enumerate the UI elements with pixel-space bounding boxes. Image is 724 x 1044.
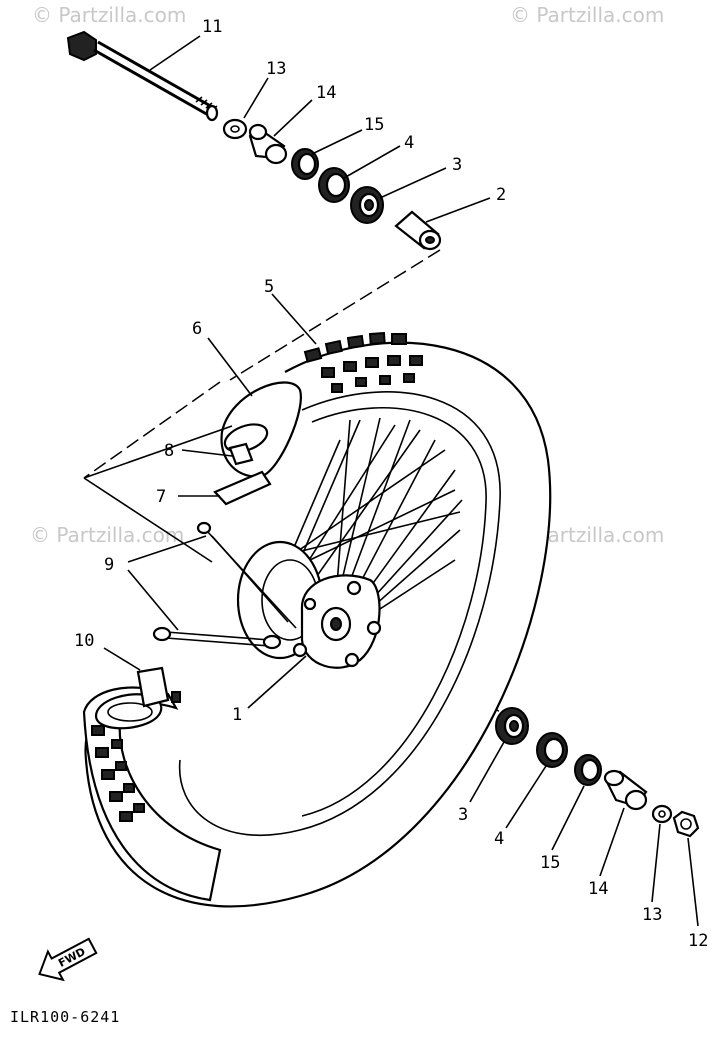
callout-4: 4 xyxy=(404,133,414,153)
leader-lines xyxy=(103,35,699,927)
collar-13-bottom xyxy=(651,804,673,824)
callout-12: 12 xyxy=(688,931,708,951)
spacer-14-bottom xyxy=(603,769,648,811)
spacer-14-top xyxy=(248,123,288,165)
bearing-4-top xyxy=(318,167,350,203)
callout-7: 7 xyxy=(156,487,166,507)
spacer-2 xyxy=(394,210,442,251)
watermark: © Partzilla.com xyxy=(510,3,664,27)
callout-13: 13 xyxy=(642,905,662,925)
callout-14: 14 xyxy=(588,879,608,899)
callout-10: 10 xyxy=(74,631,94,651)
group-bracket xyxy=(83,425,233,563)
callout-8: 8 xyxy=(164,441,174,461)
oil-seal-15-top xyxy=(291,148,319,180)
valve xyxy=(228,442,254,466)
bearing-3-bottom xyxy=(495,707,529,745)
callout-4: 4 xyxy=(494,829,504,849)
assembly-line xyxy=(229,249,441,381)
bearing-4-bottom xyxy=(536,732,568,768)
oil-seal-15-bottom xyxy=(574,754,602,786)
collar-13-top xyxy=(222,118,248,140)
assembly-line xyxy=(83,381,221,479)
callout-11: 11 xyxy=(202,17,222,37)
tire-tread xyxy=(303,331,423,393)
callout-6: 6 xyxy=(192,319,202,339)
callout-15: 15 xyxy=(540,853,560,873)
hub xyxy=(236,540,382,669)
watermark: © Partzilla.com xyxy=(30,523,184,547)
callout-14: 14 xyxy=(316,83,336,103)
callout-5: 5 xyxy=(264,277,274,297)
callout-1: 1 xyxy=(232,705,242,725)
axle xyxy=(66,30,219,122)
callout-3: 3 xyxy=(458,805,468,825)
bearing-3-top xyxy=(350,186,384,224)
wheel-assembly xyxy=(82,331,552,908)
callout-2: 2 xyxy=(496,185,506,205)
diagram-code: ILR100-6241 xyxy=(10,1008,120,1026)
callout-15: 15 xyxy=(364,115,384,135)
watermark: © Partzilla.com xyxy=(32,3,186,27)
callout-3: 3 xyxy=(452,155,462,175)
axle-nut-12 xyxy=(672,810,700,838)
fwd-arrow: FWD xyxy=(38,937,98,982)
callout-13: 13 xyxy=(266,59,286,79)
speedometer-cable xyxy=(152,521,297,650)
callout-9: 9 xyxy=(104,555,114,575)
tube xyxy=(94,666,181,730)
